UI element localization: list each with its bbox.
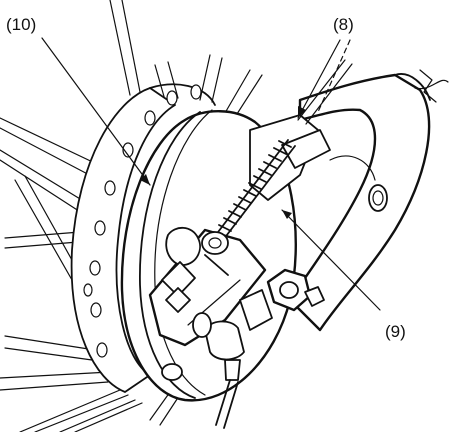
leader-line-8-dash xyxy=(317,39,351,113)
leader-line-8 xyxy=(297,39,341,119)
arrowhead-8 xyxy=(298,106,306,118)
hub-flange xyxy=(70,83,216,393)
arrowhead-9 xyxy=(282,210,292,219)
swingarm xyxy=(288,69,449,332)
brake-rod-spring xyxy=(211,139,296,245)
pivot-nut xyxy=(239,268,325,331)
callout-label-9: (9) xyxy=(385,322,406,341)
leader-arrowheads xyxy=(140,106,306,219)
stopper-arm xyxy=(249,59,353,201)
lower-cable xyxy=(161,312,245,429)
arrowhead-10 xyxy=(140,174,150,185)
leader-lines xyxy=(41,37,381,311)
brake-arm xyxy=(148,226,267,347)
callout-label-8: (8) xyxy=(333,15,354,34)
callout-label-10: (10) xyxy=(6,15,36,34)
leader-line-10 xyxy=(41,37,151,186)
leader-line-9 xyxy=(281,209,381,311)
